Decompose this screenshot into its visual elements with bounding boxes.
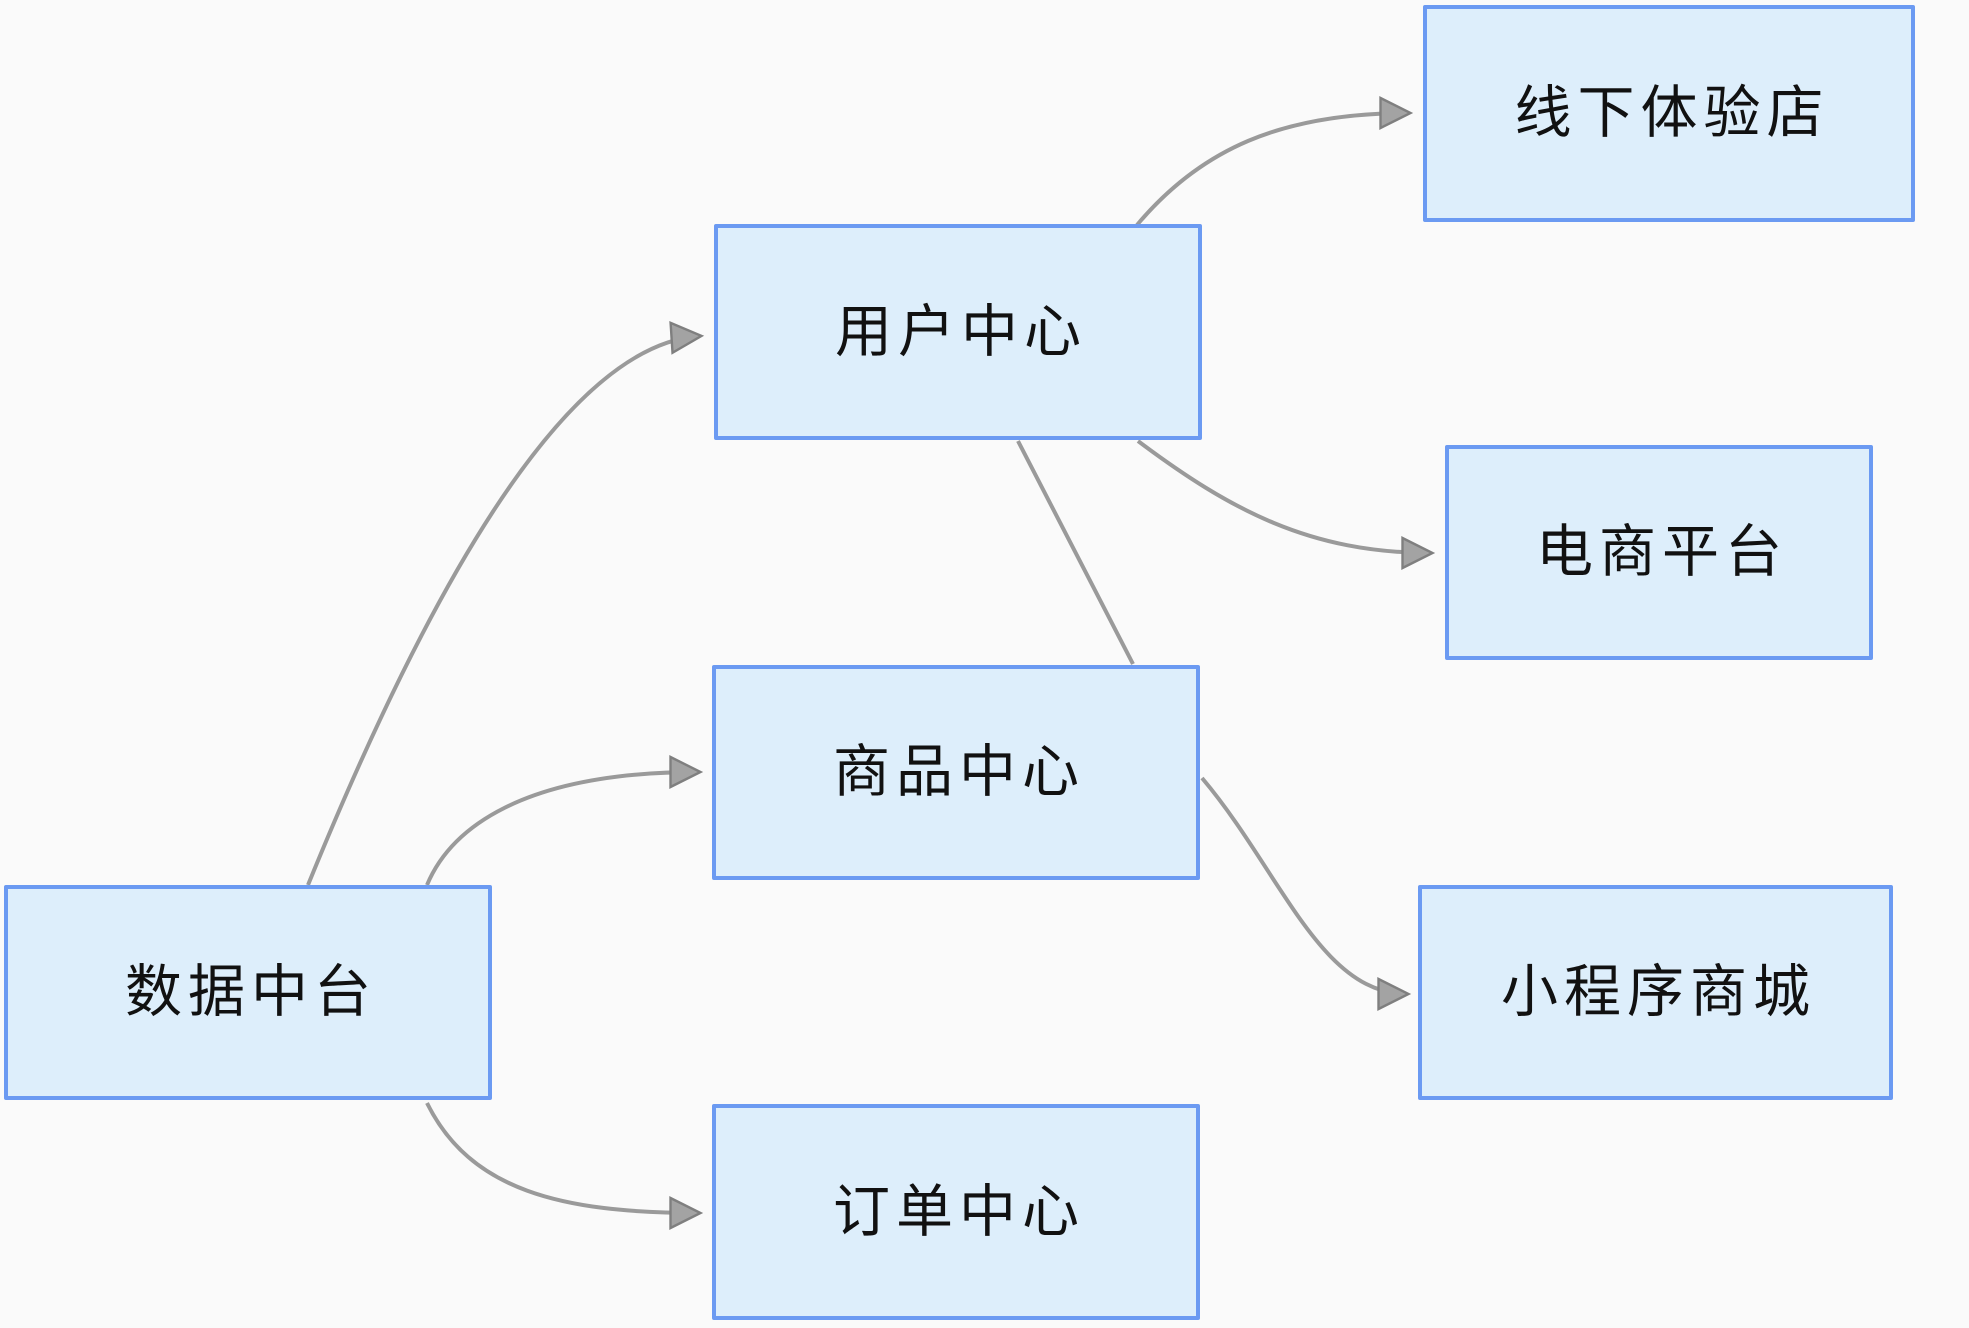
edge-data-center-to-user-center[interactable] [306,321,705,886]
edge-user-center-to-offline-store[interactable] [1135,96,1414,227]
node-user-center-label: 用户中心 [835,298,1087,365]
node-user-center[interactable]: 用户中心 [714,224,1202,440]
node-offline-store[interactable]: 线下体验店 [1423,5,1915,222]
edge-user-center-to-product-center[interactable] [1016,440,1135,665]
node-miniprogram-mall-label: 小程序商城 [1501,959,1816,1025]
node-offline-store-label: 线下体验店 [1514,80,1830,146]
node-ecommerce-platform[interactable]: 电商平台 [1445,445,1873,660]
node-ecommerce-platform-label: 电商平台 [1536,519,1788,585]
edge-data-center-to-order-center[interactable] [425,1102,704,1230]
node-product-center[interactable]: 商品中心 [712,665,1200,880]
node-order-center[interactable]: 订单中心 [712,1104,1200,1320]
node-data-center-label: 数据中台 [125,959,377,1025]
edge-product-center-to-miniprogram-mall[interactable] [1200,776,1412,1011]
node-data-center[interactable]: 数据中台 [4,885,492,1100]
node-order-center-label: 订单中心 [833,1178,1085,1245]
edge-data-center-to-product-center[interactable] [425,755,704,886]
edge-user-center-to-ecommerce-platform[interactable] [1136,439,1436,570]
node-product-center-label: 商品中心 [833,739,1085,805]
node-miniprogram-mall[interactable]: 小程序商城 [1418,885,1893,1100]
